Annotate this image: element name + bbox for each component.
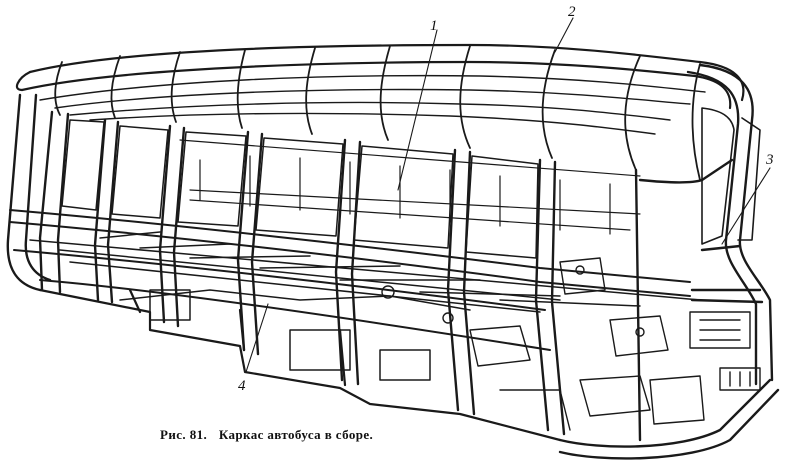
- caption-number: Рис. 81.: [160, 427, 208, 442]
- leader-3: [721, 167, 771, 245]
- roof-outline: [15, 43, 745, 110]
- callout-2: 2: [568, 4, 576, 20]
- front-end: [558, 63, 780, 460]
- leader-4: [245, 303, 269, 373]
- roof-bows: [54, 45, 701, 181]
- callout-4: 4: [238, 378, 246, 394]
- windshield: [701, 107, 761, 245]
- floor-frame: [29, 231, 701, 381]
- callout-labels: 1 2 3 4: [238, 4, 774, 394]
- leader-1: [397, 29, 438, 191]
- figure-caption: Рис. 81. Каркас автобуса в сборе.: [160, 427, 580, 443]
- caption-text: Каркас автобуса в сборе.: [218, 427, 374, 442]
- leader-2: [554, 17, 574, 53]
- callout-1: 1: [430, 18, 438, 34]
- callout-3: 3: [765, 152, 774, 168]
- roof-stringers: [39, 74, 706, 135]
- front-panel: [649, 311, 761, 425]
- window-frames: [61, 119, 539, 259]
- leader-lines: [245, 17, 771, 373]
- waist-rails: [9, 209, 691, 351]
- chassis-details: [381, 257, 669, 431]
- bottom-rail: [38, 288, 562, 442]
- far-side-frames: [179, 139, 641, 235]
